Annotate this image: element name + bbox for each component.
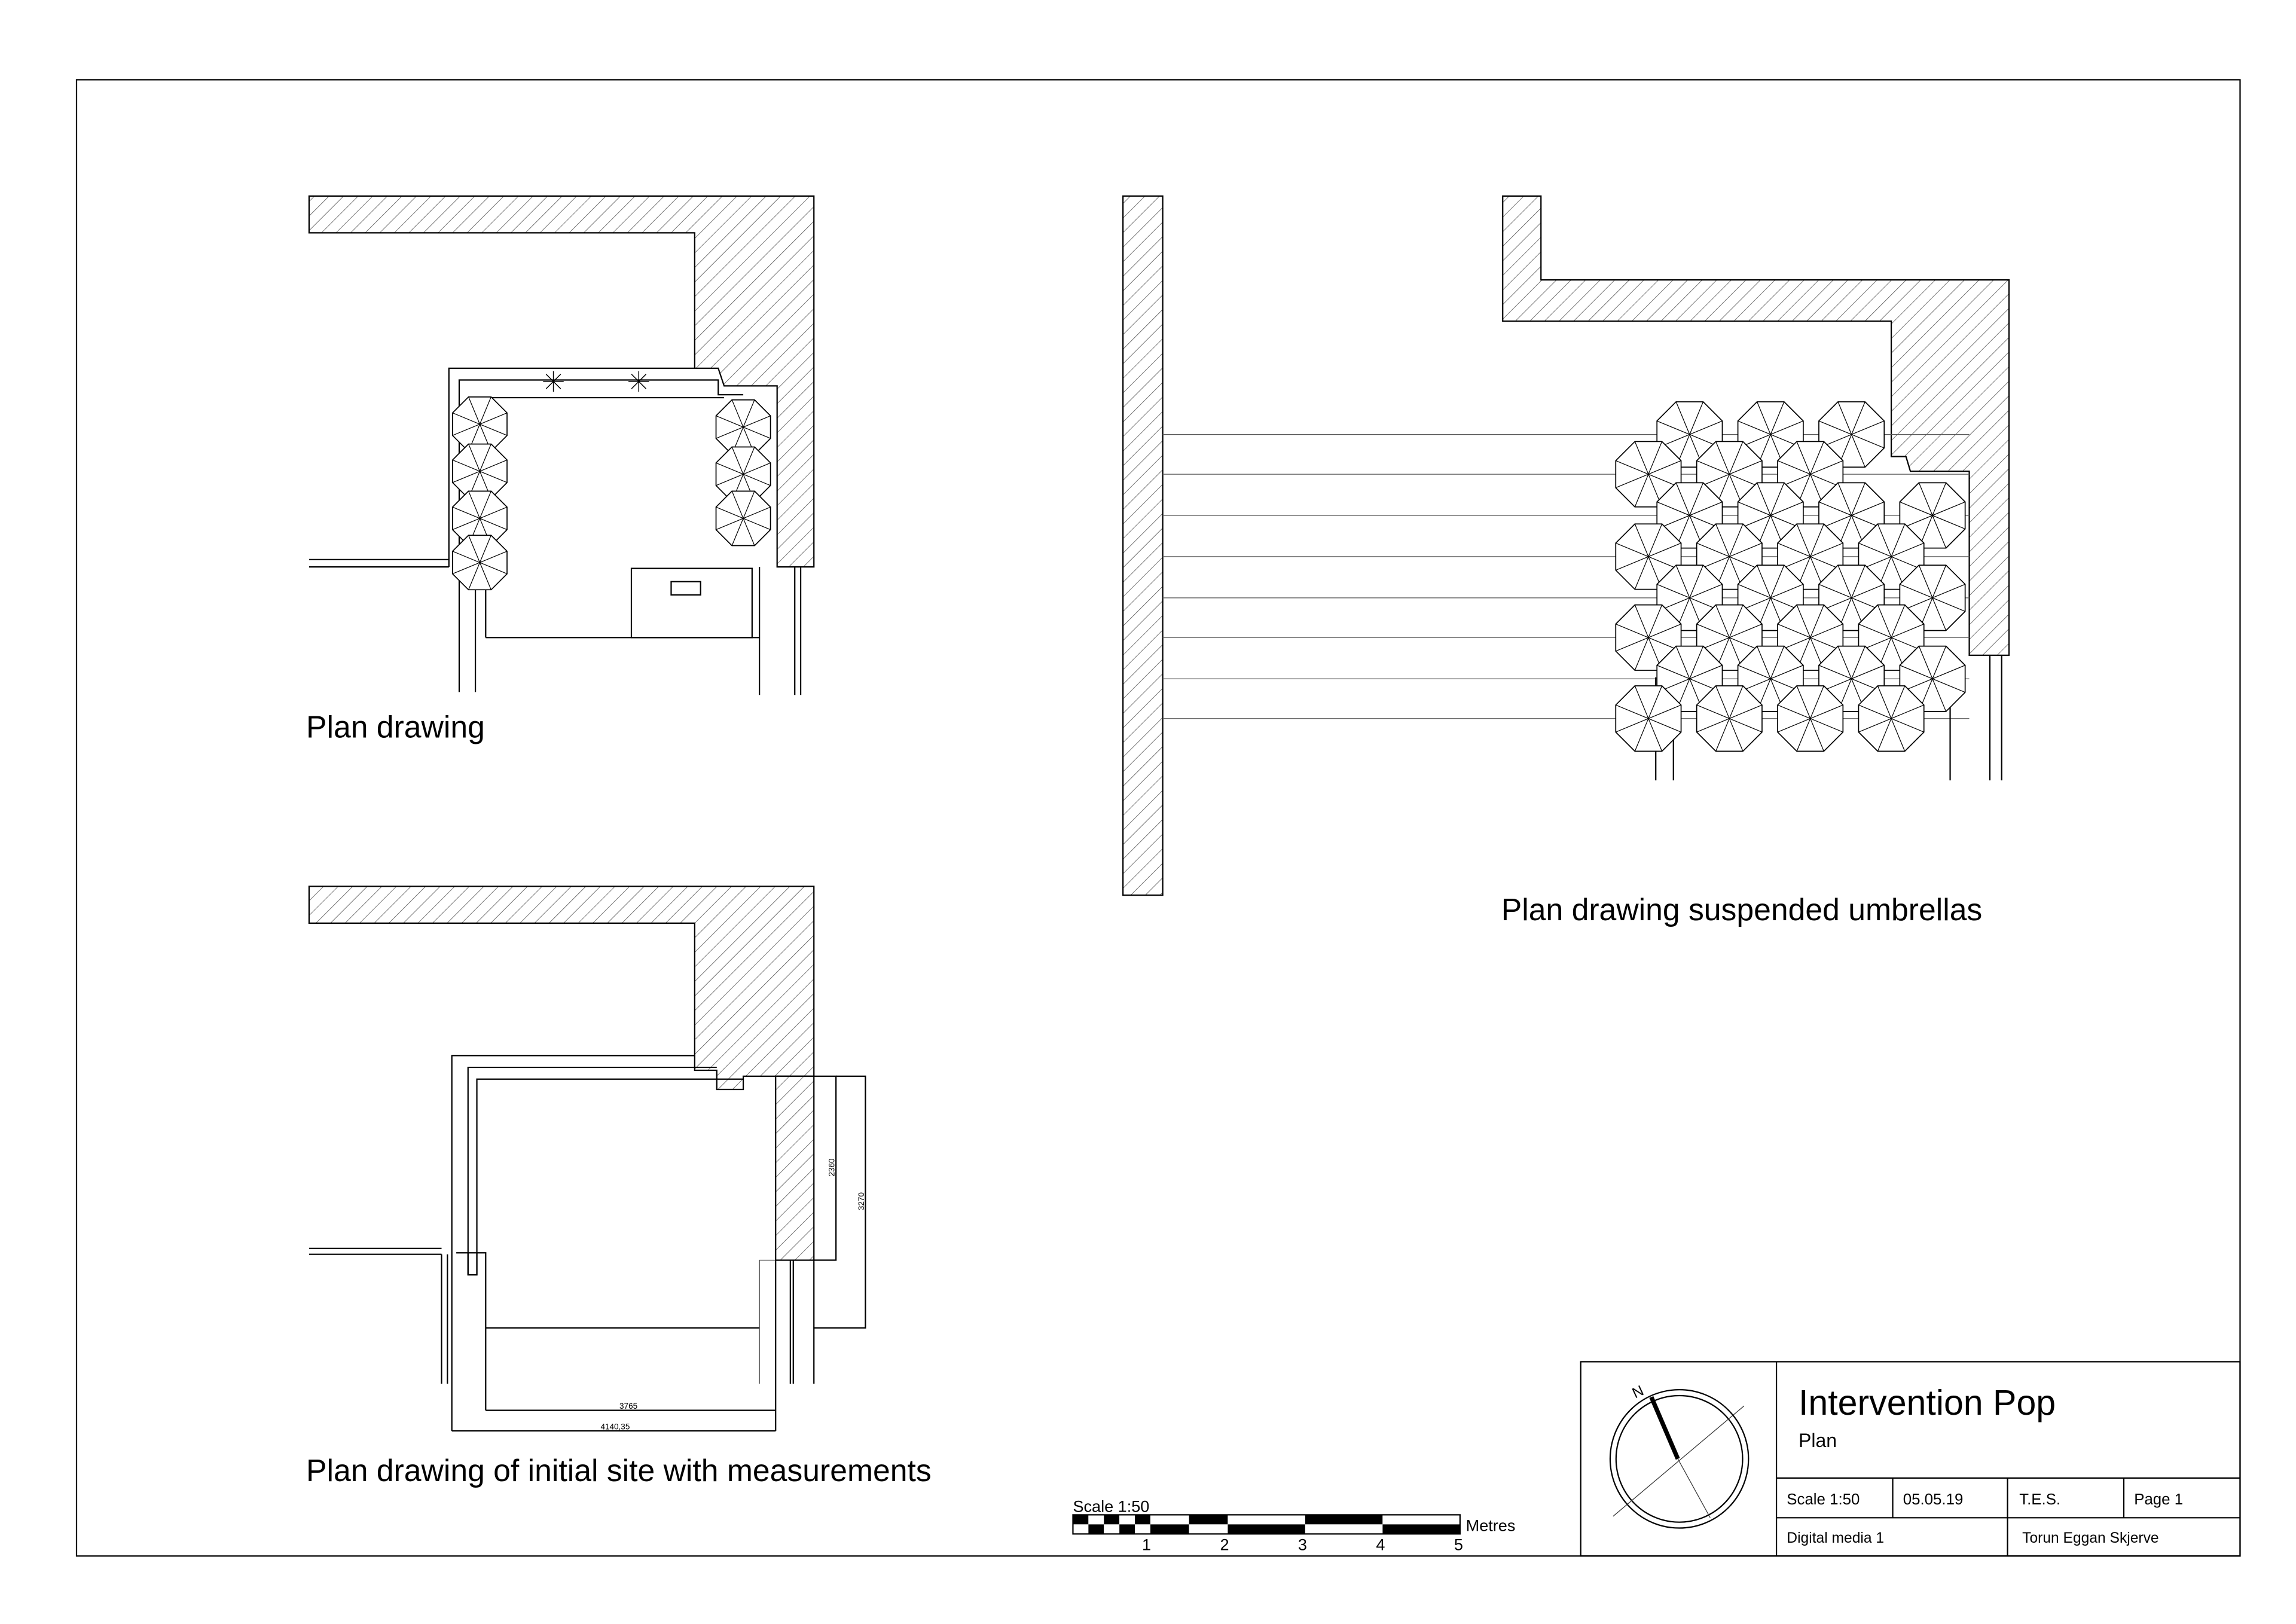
scale-segment xyxy=(1228,1524,1305,1534)
scale-segment xyxy=(1104,1515,1120,1525)
initial-site-label: Plan drawing of initial site with measur… xyxy=(306,1453,932,1488)
title-block: N Intervention Pop Plan Scale 1:50 05.05… xyxy=(1580,1361,2241,1557)
scale-tick-4: 4 xyxy=(1376,1535,1385,1553)
scale-segment xyxy=(1088,1524,1104,1534)
page-cell: Page 1 xyxy=(2134,1491,2183,1508)
umbrella-grid xyxy=(1615,401,1966,752)
umbrella-icon xyxy=(452,443,508,499)
suspended-umbrellas-drawing: Plan drawing suspended umbrellas xyxy=(1122,195,2010,927)
scale-segment xyxy=(1305,1524,1383,1534)
author-cell: Torun Eggan Skjerve xyxy=(2022,1530,2158,1546)
scale-segment xyxy=(1135,1524,1150,1534)
scale-segment xyxy=(1382,1515,1460,1525)
umbrella-icon xyxy=(1777,523,1844,590)
umbrella-icon xyxy=(1615,604,1682,671)
plan-drawing-label: Plan drawing xyxy=(306,710,485,744)
dimension-inner-width: 3765 xyxy=(619,1402,637,1411)
plan-drawing: Plan drawing xyxy=(306,195,815,744)
scale-segment xyxy=(1104,1524,1120,1534)
scale-tick-2: 2 xyxy=(1220,1535,1229,1553)
hatched-wall xyxy=(308,195,815,568)
light-fixtures xyxy=(543,371,649,392)
scale-segment xyxy=(1382,1524,1460,1534)
light-fixture-icon xyxy=(543,371,564,392)
umbrella-icon xyxy=(1696,604,1763,671)
scale-bar-unit: Metres xyxy=(1466,1516,1516,1534)
hatched-wall-strip xyxy=(775,1075,815,1261)
scale-segment xyxy=(1073,1515,1089,1525)
scale-segment xyxy=(1305,1515,1383,1525)
dimension-outer-depth: 3270 xyxy=(857,1192,866,1210)
umbrella-icon xyxy=(1737,482,1804,549)
suspended-umbrellas-label: Plan drawing suspended umbrellas xyxy=(1501,892,1983,927)
umbrella-icon xyxy=(1777,441,1844,508)
scale-segment xyxy=(1150,1515,1189,1525)
course-cell: Digital media 1 xyxy=(1787,1530,1884,1546)
umbrella-icon xyxy=(715,399,771,455)
scale-segment xyxy=(1189,1524,1228,1534)
scale-cell: Scale 1:50 xyxy=(1787,1491,1860,1508)
date-cell: 05.05.19 xyxy=(1903,1491,1964,1508)
sheet-subtitle: Plan xyxy=(1799,1430,1837,1451)
scale-bar: Scale 1:50 Metres 1 2 3 4 5 xyxy=(1072,1497,1516,1553)
hatched-wall-left xyxy=(1122,195,1164,896)
hatched-wall xyxy=(1502,195,2010,656)
umbrellas-group xyxy=(452,396,771,591)
umbrella-icon xyxy=(1777,685,1844,752)
scale-tick-1: 1 xyxy=(1142,1535,1151,1553)
dimension-inner-depth: 2360 xyxy=(828,1158,836,1176)
umbrella-icon xyxy=(1615,441,1682,508)
umbrella-icon xyxy=(1737,401,1804,468)
scale-segment xyxy=(1228,1515,1305,1525)
umbrella-icon xyxy=(715,490,771,547)
umbrella-icon xyxy=(452,396,508,452)
scale-segment xyxy=(1189,1515,1228,1525)
scale-tick-3: 3 xyxy=(1298,1535,1307,1553)
umbrella-icon xyxy=(1656,482,1723,549)
hatched-wall xyxy=(308,886,815,1091)
umbrella-icon xyxy=(1615,685,1682,752)
initials-cell: T.E.S. xyxy=(2019,1491,2060,1508)
sheet-border xyxy=(75,79,2241,1557)
umbrella-icon xyxy=(1818,401,1885,468)
scale-tick-5: 5 xyxy=(1454,1535,1463,1553)
scale-segment xyxy=(1073,1524,1089,1534)
scale-segment xyxy=(1119,1524,1135,1534)
project-title: Intervention Pop xyxy=(1799,1383,2056,1422)
umbrella-icon xyxy=(1899,564,1966,631)
initial-site-drawing: 3765 4140,35 2360 3270 Plan drawing of i… xyxy=(306,886,932,1488)
umbrella-icon xyxy=(452,535,508,591)
scale-segment xyxy=(1119,1515,1135,1525)
scale-segment xyxy=(1088,1515,1104,1525)
scale-segment xyxy=(1150,1524,1189,1534)
light-fixture-icon xyxy=(628,371,649,392)
scale-bar-title: Scale 1:50 xyxy=(1073,1497,1149,1515)
scale-segment xyxy=(1135,1515,1150,1525)
dimension-outer-width: 4140,35 xyxy=(600,1422,630,1431)
umbrella-icon xyxy=(1858,685,1925,752)
table xyxy=(630,567,753,639)
umbrella-icon xyxy=(1696,685,1763,752)
